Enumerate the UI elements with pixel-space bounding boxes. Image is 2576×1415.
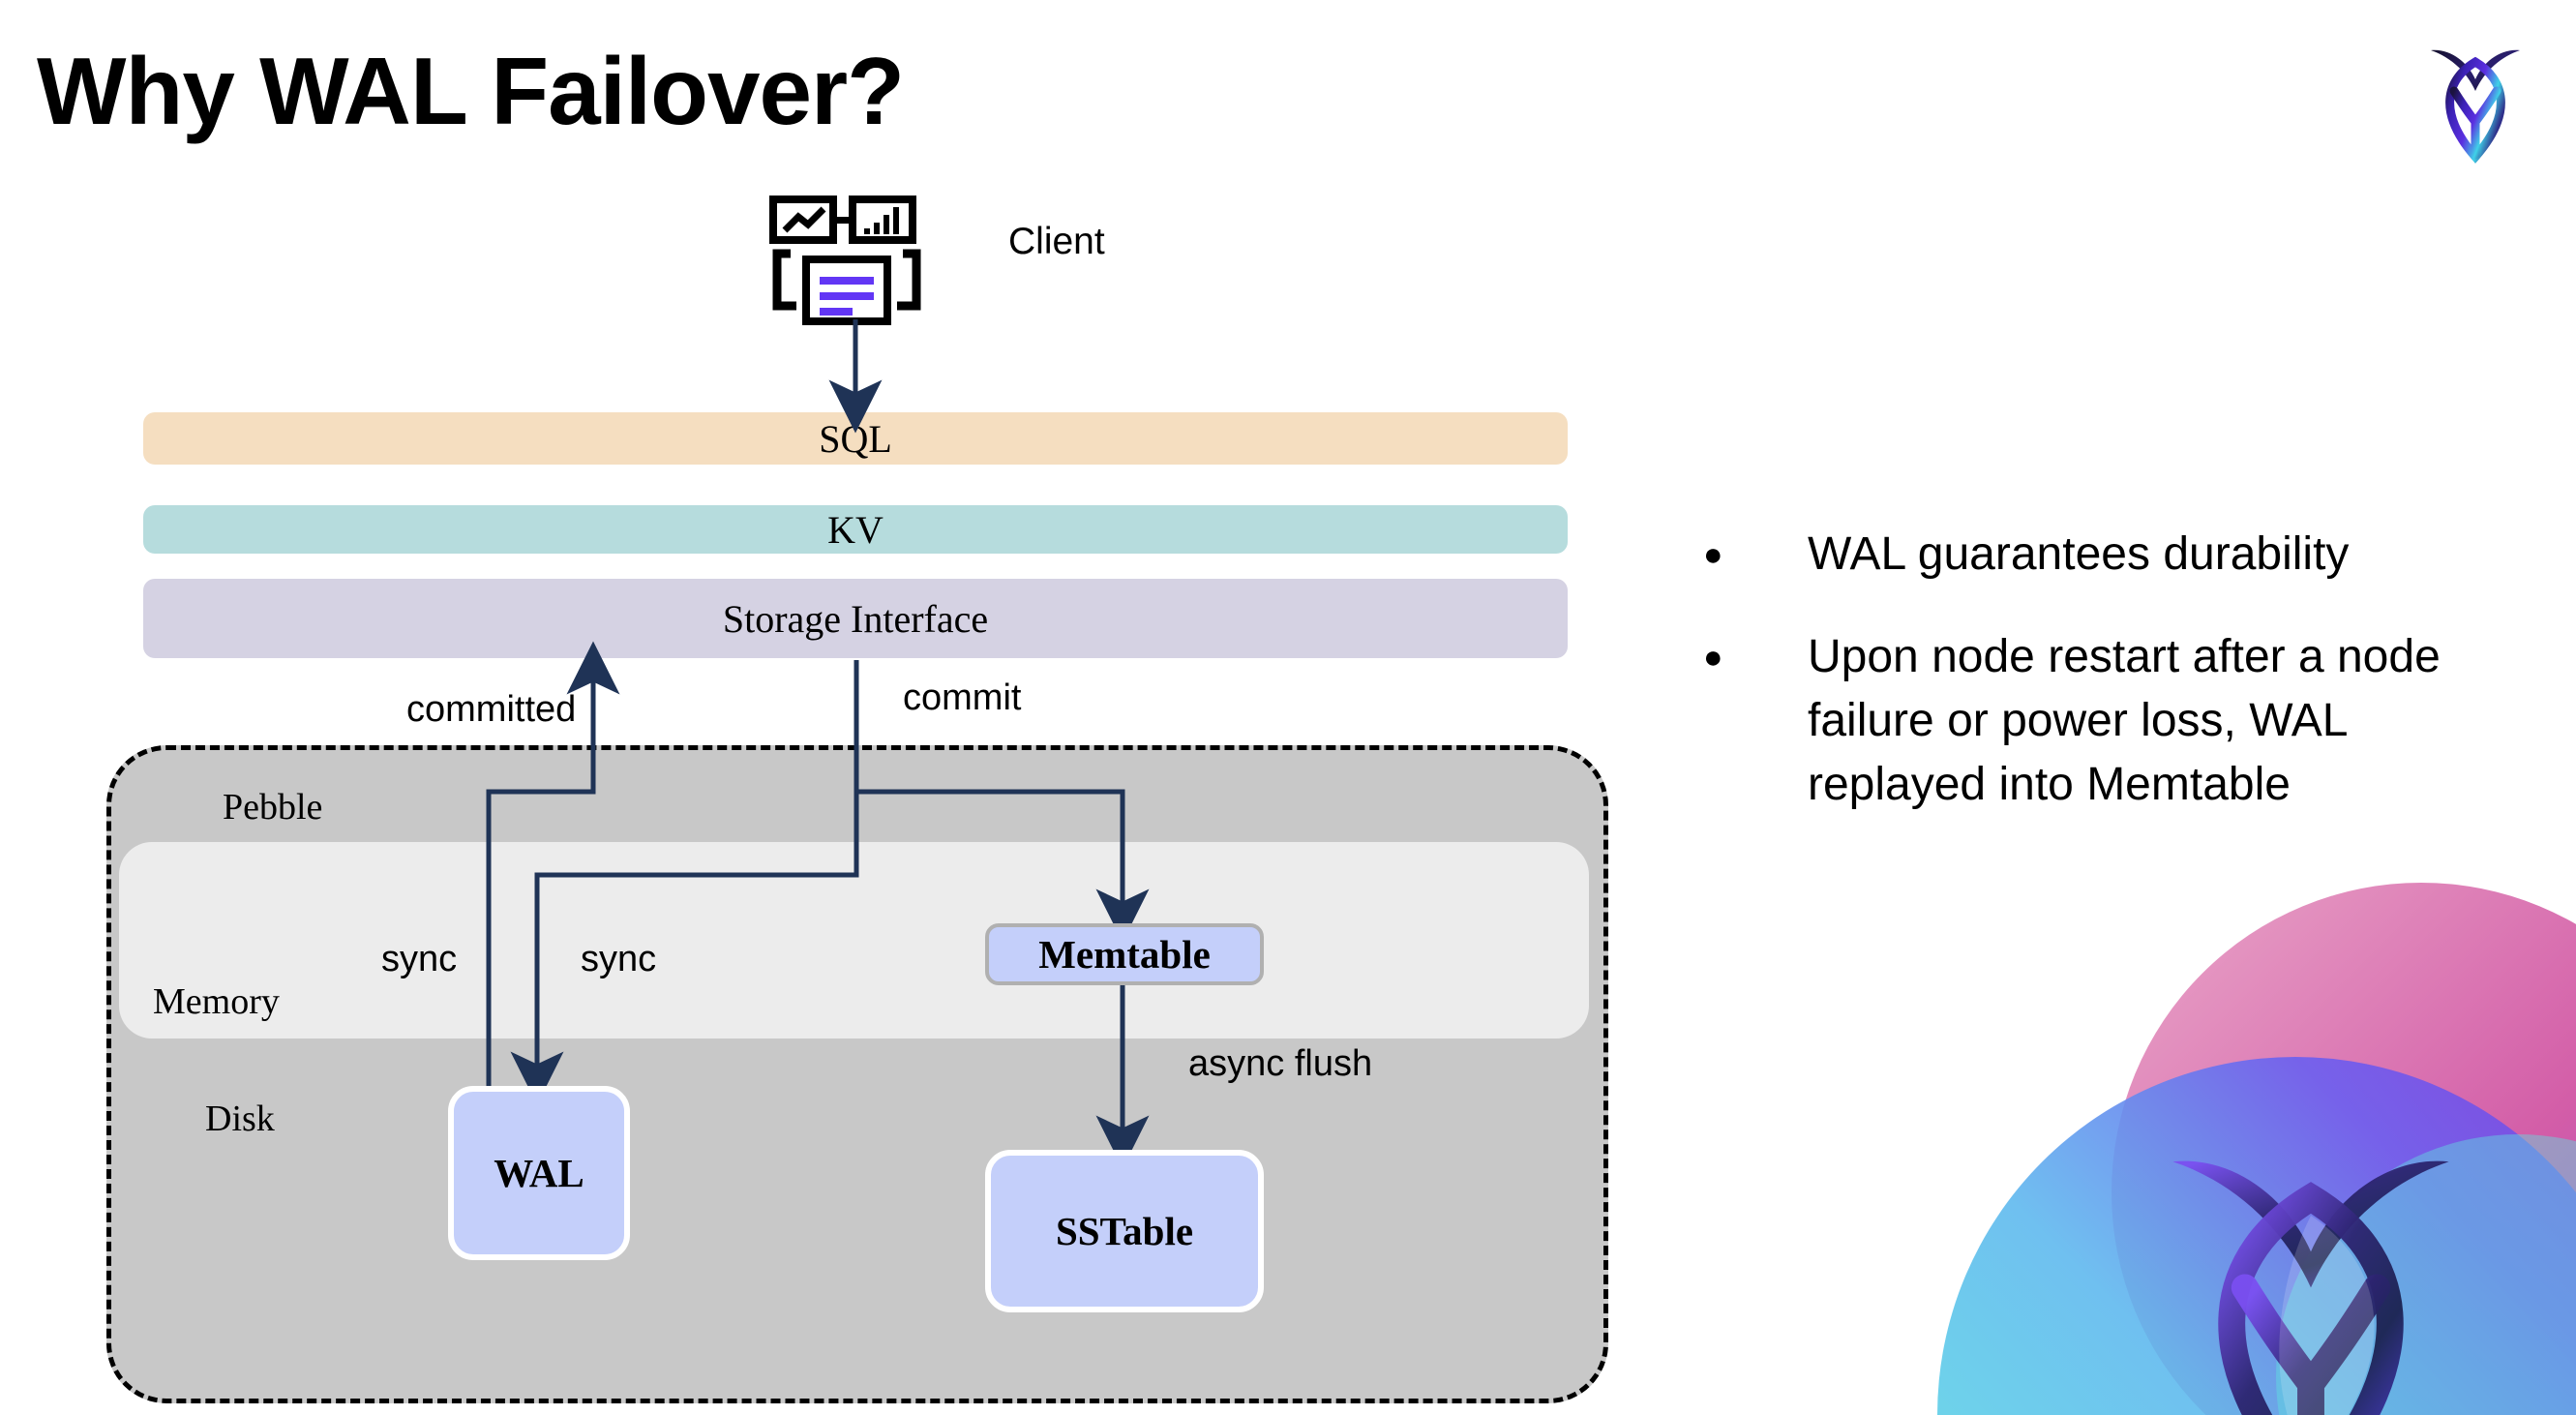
node-sstable: SSTable [985,1150,1264,1312]
edge-label-sync-up: sync [381,939,458,979]
list-item: ● WAL guarantees durability [1703,523,2506,587]
edge-label-committed: committed [406,689,577,730]
layer-label-kv: KV [827,507,884,552]
edge-label-commit: commit [903,677,1022,718]
node-label-wal: WAL [494,1151,584,1195]
bullet-text: Upon node restart after a node failure o… [1808,631,2441,810]
layer-label-storage-interface: Storage Interface [722,596,989,641]
layer-label-sql: SQL [819,416,892,461]
edge-label-async-flush: async flush [1188,1043,1373,1084]
node-wal: WAL [448,1086,630,1260]
page-title: Why WAL Failover? [37,38,905,144]
bullet-list: ● WAL guarantees durability ● Upon node … [1703,523,2506,856]
node-label-memtable: Memtable [1038,932,1211,977]
list-item: ● Upon node restart after a node failure… [1703,625,2506,817]
dashboard-analytics-icon [769,194,924,329]
layer-bar-storage-interface: Storage Interface [143,579,1568,658]
layer-bar-sql: SQL [143,412,1568,465]
cockroach-logo-icon [2417,29,2533,165]
client-label: Client [1008,221,1105,262]
bullet-text: WAL guarantees durability [1808,528,2350,580]
bullet-marker-icon: ● [1703,639,1723,676]
memory-region [119,842,1589,1039]
disk-label: Disk [205,1099,275,1139]
overlapping-circles-logo-graphic [1841,873,2576,1415]
memory-label: Memory [153,981,280,1022]
layer-bar-kv: KV [143,505,1568,554]
node-label-sstable: SSTable [1055,1209,1194,1253]
bullet-marker-icon: ● [1703,536,1723,573]
edge-label-sync-down: sync [581,939,657,979]
node-memtable: Memtable [985,923,1264,985]
pebble-label: Pebble [223,787,323,828]
